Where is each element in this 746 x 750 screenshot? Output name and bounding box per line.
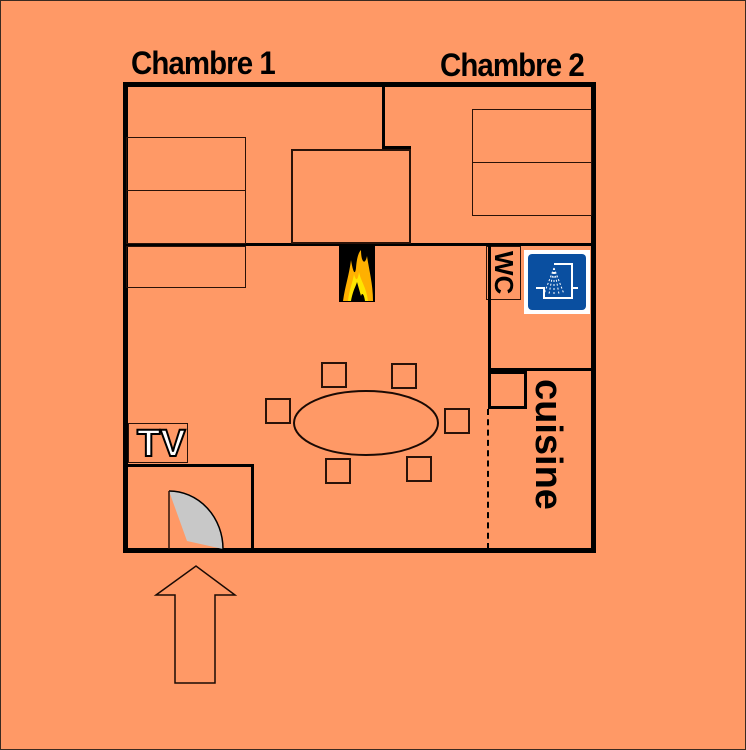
door-swing-icon[interactable] bbox=[167, 489, 227, 551]
wall-bedroom-divider-step bbox=[382, 146, 411, 149]
wc-label: WC bbox=[489, 251, 519, 295]
wardrobe bbox=[291, 149, 411, 244]
wc-room bbox=[486, 246, 521, 300]
wall-bathroom-left bbox=[488, 246, 491, 371]
dining-table bbox=[265, 362, 470, 484]
wall-top bbox=[123, 82, 596, 87]
kitchen-label: cuisine bbox=[527, 379, 569, 510]
fireplace-icon bbox=[339, 246, 375, 302]
bedroom2-label: Chambre 2 bbox=[440, 47, 585, 83]
bed bbox=[126, 190, 246, 244]
tv-label: TV bbox=[136, 423, 187, 465]
bed bbox=[472, 109, 592, 163]
entrance-hall bbox=[126, 464, 254, 550]
fridge bbox=[488, 371, 527, 409]
wall-bedroom-divider bbox=[382, 85, 385, 149]
wall-left bbox=[123, 82, 128, 553]
kitchen-boundary bbox=[487, 409, 489, 549]
bed bbox=[472, 162, 592, 216]
shower-icon bbox=[524, 250, 590, 314]
wall-bedrooms-living bbox=[126, 243, 592, 246]
wall-right bbox=[591, 82, 596, 553]
tv-unit bbox=[128, 423, 188, 463]
cabinet bbox=[126, 246, 246, 288]
arrow-up-icon bbox=[153, 565, 238, 684]
wall-bathroom-bottom bbox=[488, 368, 593, 371]
wall-bottom bbox=[123, 548, 596, 553]
bedroom1-label: Chambre 1 bbox=[131, 45, 276, 81]
bed bbox=[126, 137, 246, 191]
